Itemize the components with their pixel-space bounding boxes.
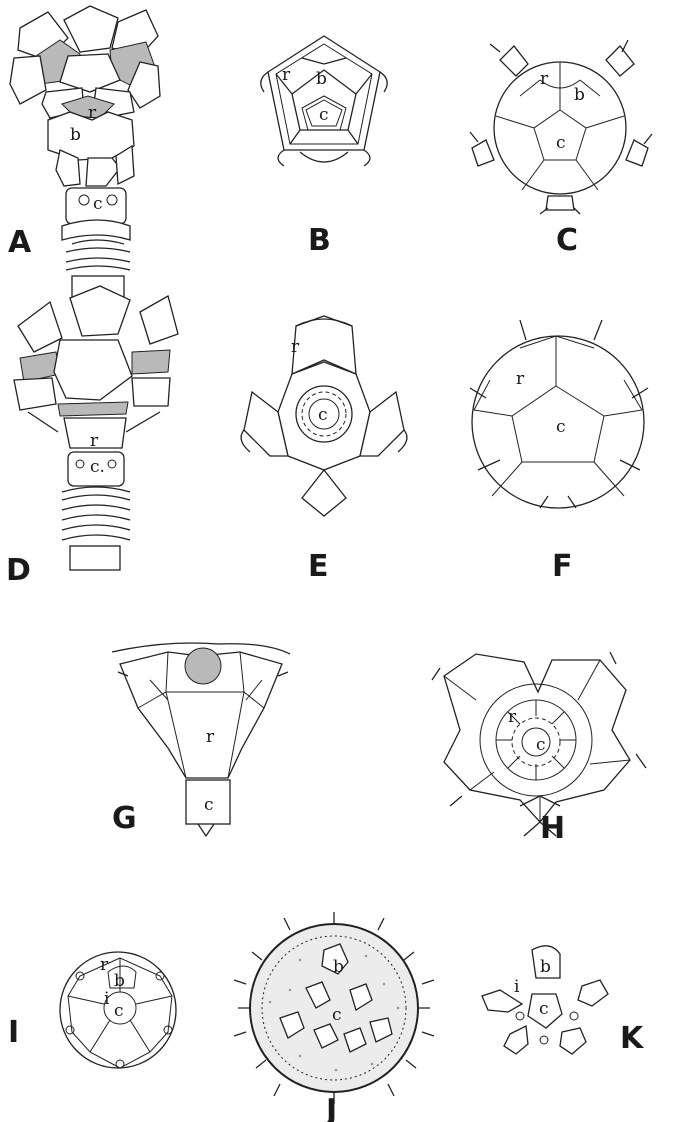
plate-label-b-k: b — [540, 957, 551, 977]
plate-label-c-h: c — [536, 735, 546, 755]
figure-c-drawing — [470, 40, 652, 214]
plate-label-c-i: c — [114, 1001, 124, 1021]
figure-f-drawing — [470, 320, 648, 508]
figure-label-c: C — [556, 223, 578, 258]
plate-label-r-e: r — [291, 337, 300, 357]
plate-label-b-b: b — [316, 69, 327, 89]
figure-label-g: G — [112, 801, 137, 836]
plate-label-c-k: c — [539, 999, 549, 1019]
plate-label-b-a: b — [70, 125, 81, 145]
figure-label-f: F — [552, 549, 573, 584]
plate-label-r-a: r — [88, 103, 97, 123]
plate-label-i-i: i — [104, 989, 110, 1009]
figure-label-k: K — [620, 1021, 645, 1056]
figure-label-j: J — [324, 1093, 337, 1122]
plate-label-b-j: b — [333, 957, 344, 977]
figure-g-drawing — [112, 643, 290, 836]
figure-label-e: E — [308, 549, 329, 584]
figure-a-drawing — [10, 6, 160, 300]
figure-d-drawing — [14, 286, 178, 570]
plate-label-c-d: c. — [90, 457, 105, 477]
plate-label-r-c: r — [540, 69, 549, 89]
plate-label-r-b: r — [282, 65, 291, 85]
plate-label-c-f: c — [556, 417, 566, 437]
plate-label-r-h: r — [508, 707, 517, 727]
figure-b-drawing — [261, 36, 387, 166]
plate-label-b-c: b — [574, 85, 585, 105]
figure-label-a: A — [8, 225, 32, 260]
plate-label-c-c: c — [556, 133, 566, 153]
plate-label-r-i: r — [100, 955, 109, 975]
plate-label-c-a: c — [93, 194, 103, 214]
plate-label-c-g: c — [204, 795, 214, 815]
plate-label-b-i: b — [114, 971, 125, 991]
figure-label-b: B — [308, 223, 331, 258]
plate-label-i-k: i — [514, 977, 520, 997]
figure-label-d: D — [6, 553, 31, 588]
plate-label-c-b: c — [319, 105, 329, 125]
figure-label-i: I — [8, 1015, 19, 1050]
plate-label-r-g: r — [206, 727, 215, 747]
plate-label-c-e: c — [318, 405, 328, 425]
figure-label-h: H — [540, 811, 565, 846]
plate-label-r-f: r — [516, 369, 525, 389]
plate-label-r-d: r — [90, 431, 99, 451]
plate-label-c-j: c — [332, 1005, 342, 1025]
